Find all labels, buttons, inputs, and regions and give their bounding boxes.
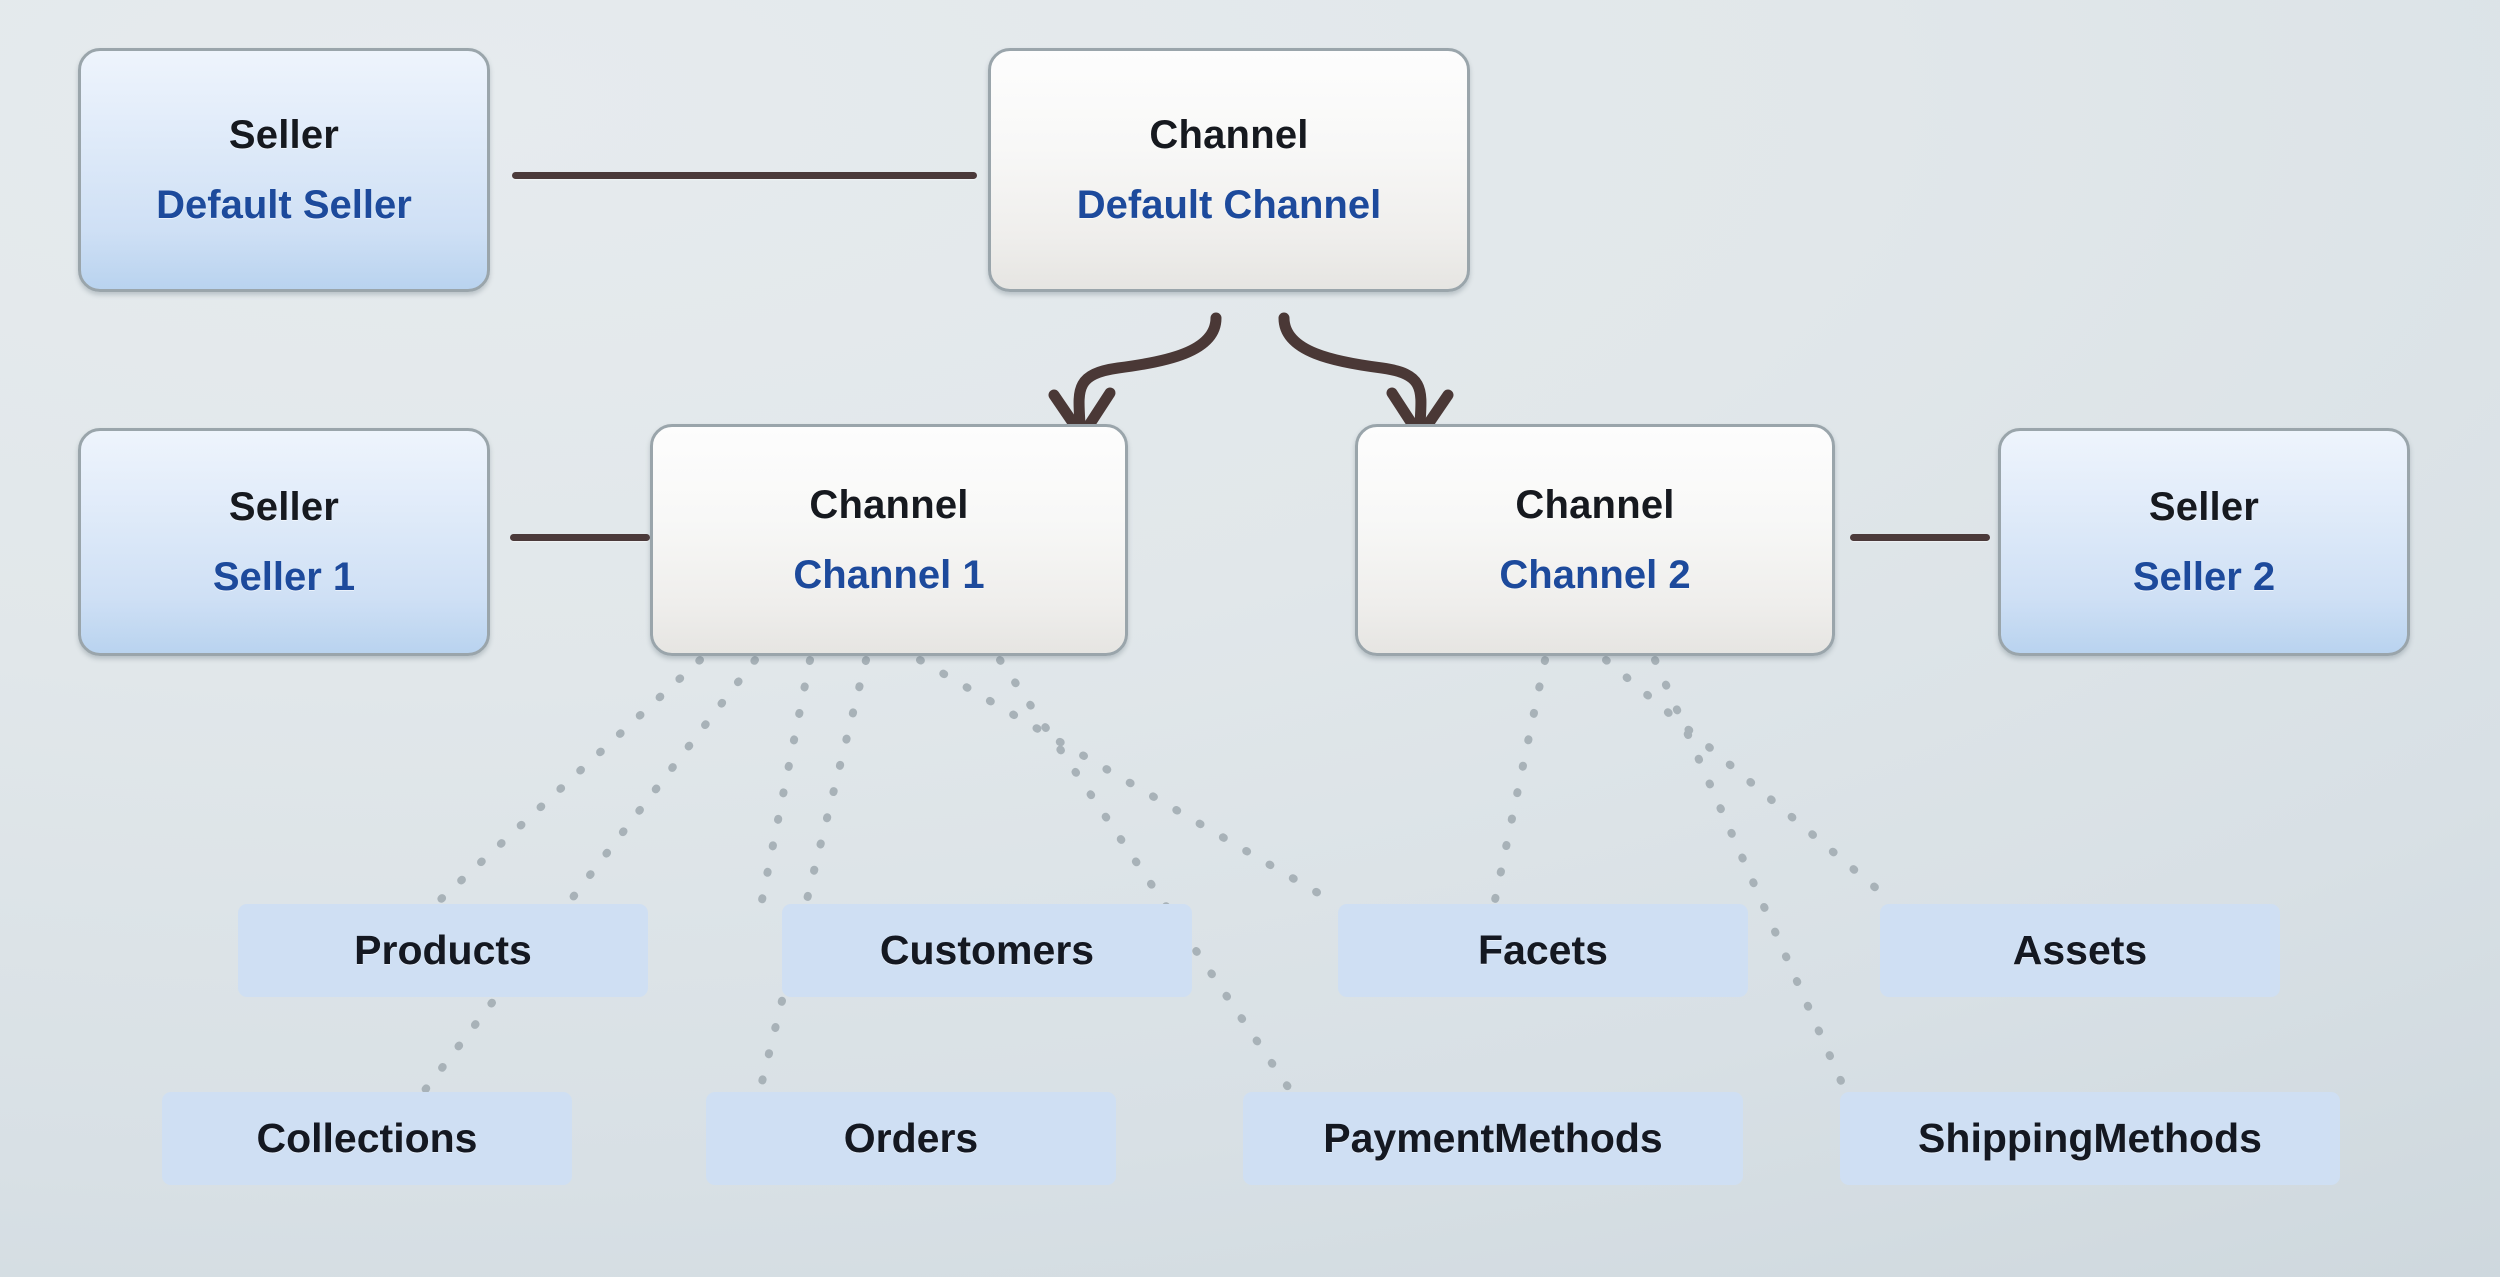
entity-chip-paymentmethods[interactable]: PaymentMethods: [1243, 1092, 1743, 1185]
dotted-edge-channel1-facets: [916, 656, 1334, 904]
entity-card-seller-2[interactable]: Seller Seller 2: [1998, 428, 2410, 656]
entity-chip-collections[interactable]: Collections: [162, 1092, 572, 1185]
entity-chip-orders[interactable]: Orders: [706, 1092, 1116, 1185]
entity-name-label: Seller 2: [2132, 555, 2276, 599]
connector-seller1-channel1: [510, 534, 650, 541]
entity-card-channel-1[interactable]: Channel Channel 1: [650, 424, 1128, 656]
connector-default-seller-default-channel: [512, 172, 977, 179]
curved-arrow-default-channel-to-channel-1: [1048, 312, 1222, 442]
entity-type-label: Seller: [228, 485, 340, 529]
dotted-edge-channel1-products: [436, 656, 704, 904]
entity-type-label: Channel: [1149, 113, 1309, 157]
dotted-edge-channel1-paymentmethods: [996, 656, 1294, 1094]
entity-type-label: Channel: [809, 483, 969, 527]
entity-chip-products[interactable]: Products: [238, 904, 648, 997]
entity-name-label: Default Seller: [156, 183, 412, 227]
entity-name-label: Default Channel: [1076, 183, 1382, 227]
entity-type-label: Seller: [228, 113, 340, 157]
entity-chip-facets[interactable]: Facets: [1338, 904, 1748, 997]
entity-chip-customers[interactable]: Customers: [782, 904, 1192, 997]
curved-arrow-default-channel-to-channel-2: [1278, 312, 1454, 442]
entity-name-label: Channel 1: [793, 553, 985, 597]
entity-card-default-channel[interactable]: Channel Default Channel: [988, 48, 1470, 292]
entity-card-default-seller[interactable]: Seller Default Seller: [78, 48, 490, 292]
dotted-edge-channel1-orders: [756, 656, 870, 1094]
dotted-edge-channel1-customers: [758, 656, 814, 904]
entity-chip-assets[interactable]: Assets: [1880, 904, 2280, 997]
entity-card-seller-1[interactable]: Seller Seller 1: [78, 428, 490, 656]
entity-type-label: Seller: [2148, 485, 2260, 529]
entity-name-label: Channel 2: [1499, 553, 1691, 597]
entity-chip-shippingmethods[interactable]: ShippingMethods: [1840, 1092, 2340, 1185]
dotted-edge-channel2-assets: [1602, 656, 1894, 904]
entity-name-label: Seller 1: [212, 555, 356, 599]
connector-channel2-seller2: [1850, 534, 1990, 541]
dotted-edge-channel1-collections: [421, 656, 759, 1094]
entity-type-label: Channel: [1515, 483, 1675, 527]
dotted-edge-channel2-facets: [1491, 656, 1549, 904]
entity-card-channel-2[interactable]: Channel Channel 2: [1355, 424, 1835, 656]
dotted-edge-channel2-shippingmethods: [1651, 656, 1849, 1094]
